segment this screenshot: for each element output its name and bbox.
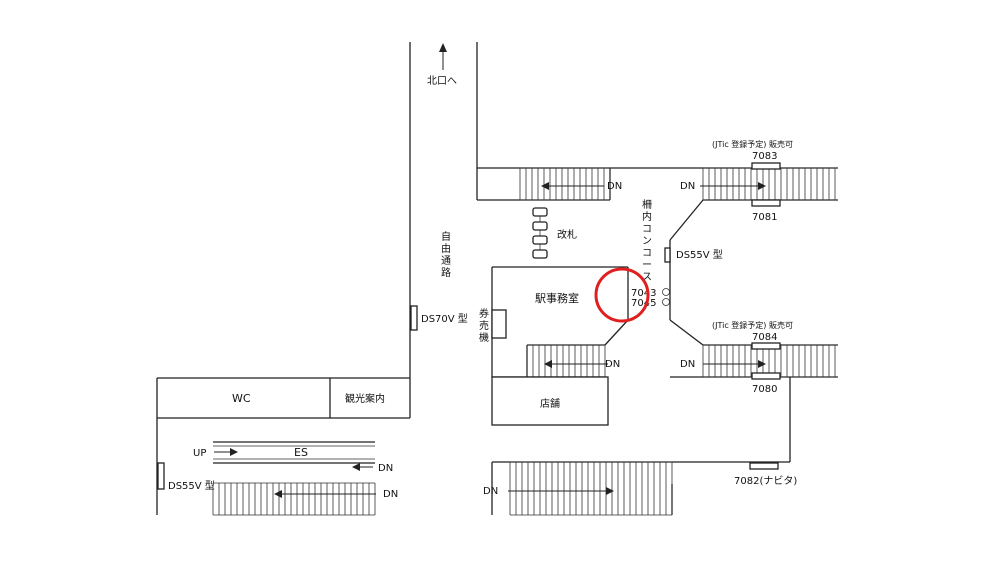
sign-7083 [751,162,781,170]
free-passage-label-1: 自 [441,230,451,243]
svg-text:柵: 柵 [642,198,652,211]
highlight-circle [594,267,650,323]
es-dn-arrow [352,463,373,471]
escalator [213,441,375,464]
es-label: ES [294,446,308,459]
sign-7043-label: 7043 [631,288,656,299]
ds55v-concourse-sign [664,247,671,263]
sign-7082-label: 7082(ナビタ) [734,475,797,487]
shop-box [491,376,609,426]
dn-arrow-bottom-left [274,490,376,498]
sign-7082 [749,462,779,470]
station-office-label: 駅事務室 [535,291,579,305]
dn-arrow-lower-middle [544,360,608,368]
ticket-gates [532,207,548,259]
free-passage-label-4: 路 [441,266,451,279]
stair-bottom-left [212,482,376,516]
sign-7080 [751,372,781,380]
svg-text:コ: コ [642,224,652,235]
sign-7084-label: 7084 [752,332,777,343]
svg-text:ス: ス [642,272,652,283]
sign-7081 [751,199,781,207]
stair-upper-left [519,167,611,201]
svg-text:ー: ー [642,260,652,271]
jtic-note-top: (JTic 登録予定) 販売可 [712,139,793,149]
tourist-info-label: 観光案内 [345,392,385,405]
dn-arrow-upper-left [541,182,604,190]
sign-7045-label: 7045 [631,298,656,309]
stair-lower-right [702,344,838,378]
north-exit-label: 北口へ [427,75,457,87]
up-arrow [214,448,238,456]
sign-7081-label: 7081 [752,212,777,223]
svg-text:ン: ン [642,236,652,247]
stair-lower-middle [526,344,606,378]
svg-text:内: 内 [642,210,652,223]
svg-text:券: 券 [479,307,489,320]
shop-label: 店舗 [540,397,560,410]
svg-text:コ: コ [642,248,652,259]
free-passage-walls [409,42,478,378]
ds70v-sign [410,305,418,331]
ticket-gate-label: 改札 [557,228,577,241]
svg-text:機: 機 [479,331,489,344]
free-passage-label-2: 由 [441,242,451,255]
stair-bottom-right [509,461,673,516]
dn-label-lower-right: DN [680,359,695,370]
dn-label-lower-middle: DN [605,359,620,370]
dn-arrow-lower-right [703,360,766,368]
jtic-note-mid: (JTic 登録予定) 販売可 [712,320,793,330]
wc-label: WC [232,392,251,405]
dn-arrow-bottom-right [508,487,614,495]
sign-7043-marker [662,288,670,296]
ds70v-label: DS70V 型 [421,312,468,325]
free-passage-label-3: 通 [441,255,451,267]
wc-block [156,377,411,515]
north-arrow [439,43,447,70]
dn-label-bottom-right: DN [483,486,498,497]
ticket-machine [491,309,507,339]
sign-7084 [751,342,781,350]
ds55v-concourse-label: DS55V 型 [676,248,723,261]
ds55v-left-sign [157,462,165,490]
stair-upper-right [702,167,838,201]
dn-arrow-upper-right [700,182,766,190]
svg-text:売: 売 [479,319,489,332]
es-dn-label: DN [378,463,393,474]
ticket-machine-label: 券 売 機 [479,307,489,344]
dn-label-bottom-left: DN [383,489,398,500]
ds55v-left-label: DS55V 型 [168,479,215,492]
concourse-label: 柵 内 コ ン コ ー ス [642,198,652,283]
es-up-label: UP [193,448,206,459]
sign-7083-label: 7083 [752,151,777,162]
sign-7080-label: 7080 [752,384,777,395]
dn-label-upper-right: DN [680,181,695,192]
dn-label-upper-left: DN [607,181,622,192]
sign-7045-marker [662,298,670,306]
